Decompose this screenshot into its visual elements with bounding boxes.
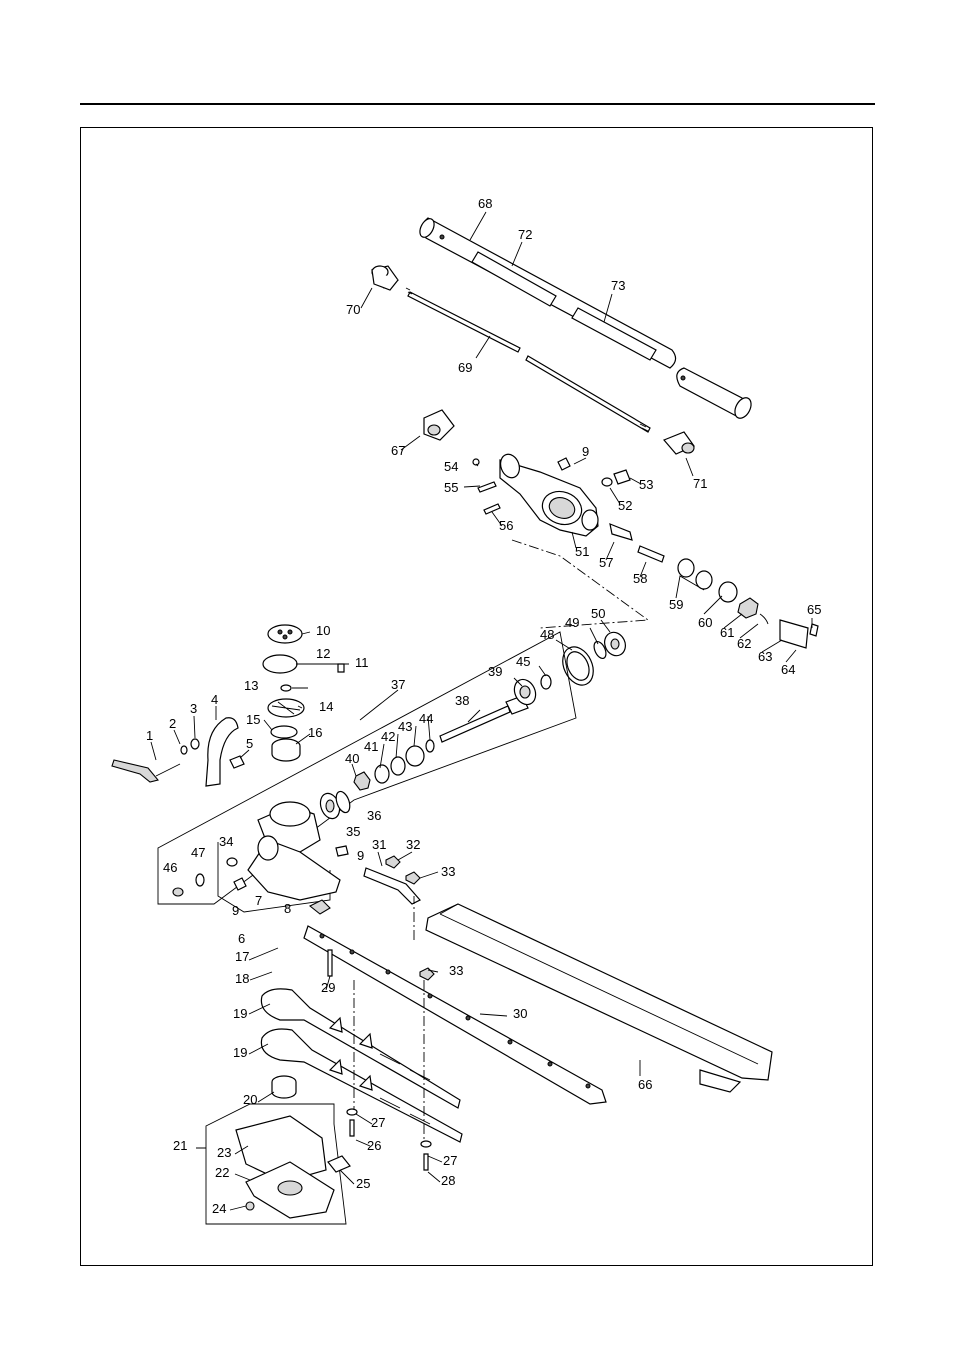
part-label: 23 xyxy=(217,1145,231,1160)
part-label: 37 xyxy=(391,677,405,692)
part-label: 60 xyxy=(698,615,712,630)
part-label: 2 xyxy=(169,716,176,731)
part-label: 12 xyxy=(316,646,330,661)
part-label: 57 xyxy=(599,555,613,570)
part-label: 11 xyxy=(355,655,369,670)
part-label: 32 xyxy=(406,837,420,852)
part-label: 54 xyxy=(444,459,458,474)
parts-1-5 xyxy=(112,718,244,786)
part-label: 25 xyxy=(356,1176,370,1191)
part-label: 8 xyxy=(284,901,291,916)
part-label: 64 xyxy=(781,662,795,677)
part-label: 30 xyxy=(513,1006,527,1021)
part-label: 62 xyxy=(737,636,751,651)
part-label: 48 xyxy=(540,627,554,642)
part-label: 73 xyxy=(611,278,625,293)
plates-21-25 xyxy=(206,1104,350,1224)
part-label: 13 xyxy=(244,678,258,693)
part-label: 67 xyxy=(391,443,405,458)
part-label: 9 xyxy=(232,903,239,918)
part-label: 46 xyxy=(163,860,177,875)
parts-10-16 xyxy=(263,625,344,761)
part-label: 5 xyxy=(246,736,253,751)
part-label: 61 xyxy=(720,625,734,640)
washer-45 xyxy=(541,675,551,689)
part-label: 10 xyxy=(316,623,330,638)
bushing-70 xyxy=(372,266,398,290)
part-label: 1 xyxy=(146,728,153,743)
part-label: 43 xyxy=(398,719,412,734)
group-37-outline xyxy=(158,632,576,904)
part-label: 42 xyxy=(381,729,395,744)
part-label: 44 xyxy=(419,711,433,726)
part-20-spacer xyxy=(272,1076,296,1098)
part-label: 3 xyxy=(190,701,197,716)
part-label: 66 xyxy=(638,1077,652,1092)
part-label: 68 xyxy=(478,196,492,211)
bushing-71 xyxy=(664,432,694,454)
part-label: 15 xyxy=(246,712,260,727)
bearing-stack xyxy=(557,629,629,690)
part-label: 47 xyxy=(191,845,205,860)
part-label: 22 xyxy=(215,1165,229,1180)
part-label: 49 xyxy=(565,615,579,630)
part-label: 21 xyxy=(173,1138,187,1153)
part-label: 17 xyxy=(235,949,249,964)
part-label: 71 xyxy=(693,476,707,491)
part-label: 33 xyxy=(441,864,455,879)
part-label: 34 xyxy=(219,834,233,849)
part-label: 51 xyxy=(575,544,589,559)
pipe-end-section xyxy=(677,368,755,421)
part-label: 24 xyxy=(212,1201,226,1216)
parts-46-47 xyxy=(173,874,204,896)
part-label: 31 xyxy=(372,837,386,852)
part-label: 16 xyxy=(308,725,322,740)
part-label: 59 xyxy=(669,597,683,612)
main-pipe xyxy=(417,216,676,368)
part-label: 36 xyxy=(367,808,381,823)
part-label: 18 xyxy=(235,971,249,986)
part-label: 35 xyxy=(346,824,360,839)
bearing-35-36 xyxy=(317,790,352,822)
part-label: 27 xyxy=(443,1153,457,1168)
part-label: 19 xyxy=(233,1045,247,1060)
part-label: 58 xyxy=(633,571,647,586)
bushing-67 xyxy=(424,410,454,440)
part-label: 14 xyxy=(319,699,333,714)
part-label: 33 xyxy=(449,963,463,978)
part-label: 45 xyxy=(516,654,530,669)
part-label: 7 xyxy=(255,893,262,908)
part-label: 41 xyxy=(364,739,378,754)
part-label: 53 xyxy=(639,477,653,492)
part-label: 6 xyxy=(238,931,245,946)
part-label: 63 xyxy=(758,649,772,664)
part-label: 28 xyxy=(441,1173,455,1188)
part-label: 38 xyxy=(455,693,469,708)
part-label: 72 xyxy=(518,227,532,242)
part-label: 20 xyxy=(243,1092,257,1107)
part-label: 65 xyxy=(807,602,821,617)
part-label: 69 xyxy=(458,360,472,375)
part-label: 9 xyxy=(582,444,589,459)
part-label: 52 xyxy=(618,498,632,513)
pinion-shaft xyxy=(440,696,528,742)
blade-sheath xyxy=(426,904,772,1092)
bracket-31 xyxy=(364,856,420,904)
part-label: 19 xyxy=(233,1006,247,1021)
part-label: 27 xyxy=(371,1115,385,1130)
part-label: 40 xyxy=(345,751,359,766)
part-label: 50 xyxy=(591,606,605,621)
part-label: 39 xyxy=(488,664,502,679)
part-label: 55 xyxy=(444,480,458,495)
part-label: 4 xyxy=(211,692,218,707)
part-label: 9 xyxy=(357,848,364,863)
part-label: 70 xyxy=(346,302,360,317)
